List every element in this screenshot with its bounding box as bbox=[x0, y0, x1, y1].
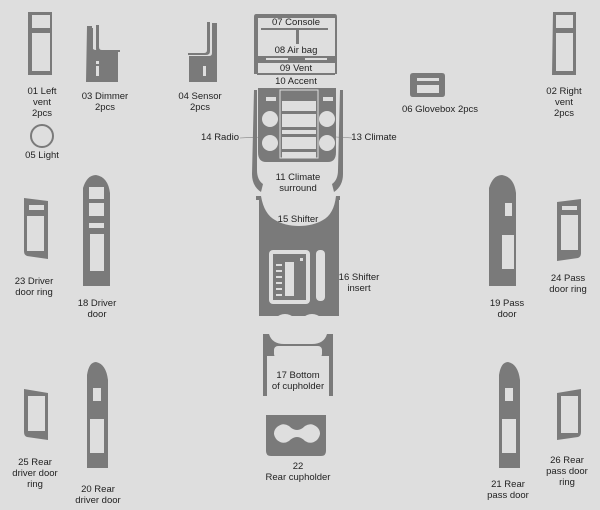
label-10-accent: 10 Accent bbox=[275, 76, 317, 87]
part-03-dimmer bbox=[86, 25, 120, 82]
label-26-rear-pass-door-ring: 26 Rear pass door ring bbox=[546, 455, 588, 488]
label-18-driver-door: 18 Driver door bbox=[77, 298, 117, 320]
part-02-right-vent bbox=[552, 12, 576, 75]
part-08-airbag bbox=[257, 56, 335, 63]
part-17-bottom-cupholder bbox=[263, 334, 333, 396]
label-21-rear-pass-door: 21 Rear pass door bbox=[487, 479, 529, 501]
part-20-rear-driver-door bbox=[87, 362, 108, 468]
label-07-console: 07 Console bbox=[271, 17, 321, 28]
part-09-vent bbox=[257, 73, 335, 75]
label-03-dimmer: 03 Dimmer 2pcs bbox=[81, 91, 129, 113]
label-19-pass-door: 19 Pass door bbox=[489, 298, 525, 320]
label-20-rear-driver-door: 20 Rear driver door bbox=[75, 484, 121, 506]
part-25-rear-driver-door-ring bbox=[24, 389, 48, 440]
part-01-left-vent bbox=[28, 12, 52, 75]
label-06-glovebox: 06 Glovebox 2pcs bbox=[401, 104, 479, 115]
label-25-rear-driver-door-ring: 25 Rear driver door ring bbox=[12, 457, 58, 490]
label-01-left-vent: 01 Left vent 2pcs bbox=[27, 86, 57, 119]
part-06-glovebox bbox=[410, 73, 445, 97]
label-17-bottom-cupholder: 17 Bottom of cupholder bbox=[271, 370, 325, 392]
part-23-driver-door-ring bbox=[24, 198, 48, 259]
part-21-rear-pass-door bbox=[499, 362, 520, 468]
label-08-airbag: 08 Air bag bbox=[274, 45, 318, 56]
part-26-rear-pass-door-ring bbox=[557, 389, 581, 440]
label-02-right-vent: 02 Right vent 2pcs bbox=[546, 86, 582, 119]
label-04-sensor: 04 Sensor 2pcs bbox=[178, 91, 222, 113]
label-15-shifter: 15 Shifter bbox=[277, 214, 319, 225]
label-14-radio: 14 Radio bbox=[200, 132, 240, 143]
part-24-pass-door-ring bbox=[557, 199, 581, 261]
label-16-shifter-insert: 16 Shifter insert bbox=[338, 272, 380, 294]
label-09-vent: 09 Vent bbox=[279, 63, 313, 74]
part-07-console bbox=[254, 14, 337, 74]
part-19-pass-door bbox=[489, 175, 516, 286]
label-22-rear-cupholder: 22 Rear cupholder bbox=[265, 461, 331, 483]
label-23-driver-door-ring: 23 Driver door ring bbox=[14, 276, 54, 298]
label-24-pass-door-ring: 24 Pass door ring bbox=[549, 273, 587, 295]
label-11-climate-surround: 11 Climate surround bbox=[275, 172, 321, 194]
part-22-rear-cupholder bbox=[266, 415, 326, 456]
part-16-shifter-insert bbox=[269, 250, 325, 340]
part-18-driver-door bbox=[83, 175, 110, 286]
label-13-climate: 13 Climate bbox=[351, 132, 397, 143]
label-05-light: 05 Light bbox=[25, 150, 59, 161]
part-04-sensor bbox=[188, 22, 217, 82]
part-05-light bbox=[30, 124, 54, 148]
